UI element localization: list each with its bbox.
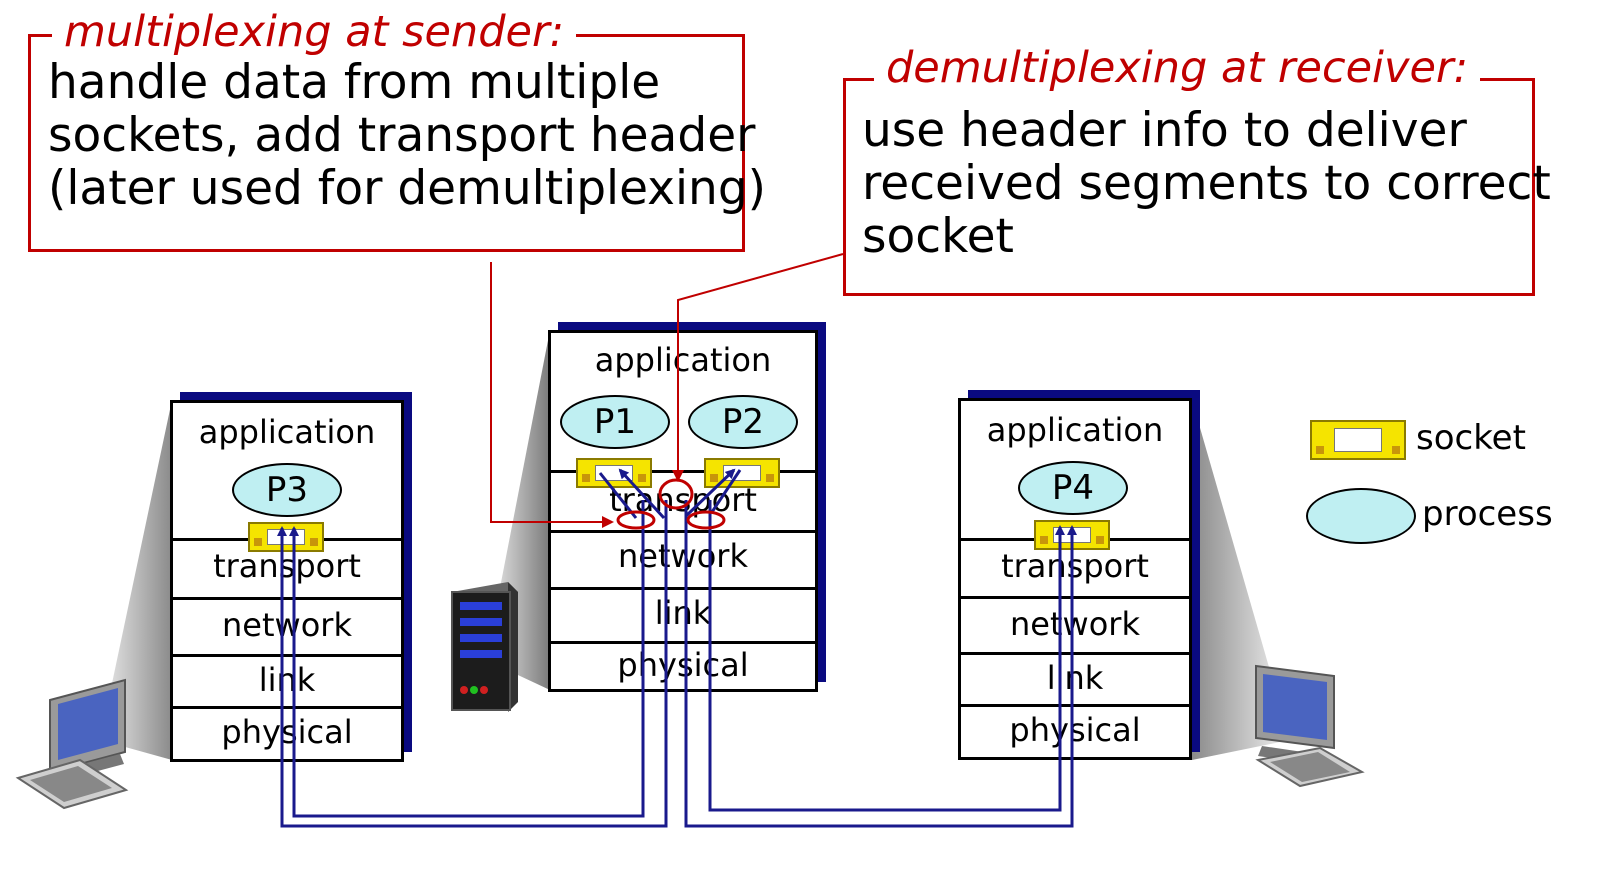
- demux-callout-line-3: socket: [862, 209, 1014, 264]
- mux-callout-line-3: (later used for demultiplexing): [48, 161, 767, 216]
- process-p1-label: P1: [593, 402, 637, 442]
- mux-callout-line-1: handle data from multiple: [48, 55, 661, 110]
- process-p3-label: P3: [265, 470, 309, 510]
- right-physical-label: physical: [1009, 711, 1141, 749]
- middle-link-label: link: [654, 594, 712, 632]
- server-icon: [451, 582, 518, 712]
- right-link-label: link: [1046, 659, 1104, 697]
- right-network-layer: network: [961, 596, 1189, 653]
- left-link-layer: link: [173, 654, 401, 707]
- right-transport-label: transport: [1001, 547, 1149, 585]
- left-transport-label: transport: [213, 547, 361, 585]
- legend-socket-icon: [1310, 420, 1406, 460]
- right-computer-icon: [1255, 664, 1365, 788]
- demux-callout-title: demultiplexing at receiver:: [874, 44, 1481, 92]
- left-physical-layer: physical: [173, 706, 401, 763]
- red-callout-pointers: [490, 253, 844, 528]
- process-p1: P1: [560, 395, 670, 449]
- middle-network-layer: network: [551, 530, 815, 587]
- legend-socket-label: socket: [1416, 418, 1526, 458]
- process-p3: P3: [232, 463, 342, 517]
- left-link-label: link: [258, 661, 316, 699]
- demux-callout-line-2: received segments to correct: [862, 156, 1551, 211]
- legend-process-icon: [1306, 488, 1416, 544]
- left-network-layer: network: [173, 597, 401, 654]
- process-p2: P2: [688, 395, 798, 449]
- middle-physical-layer: physical: [551, 641, 815, 694]
- left-host-perspective: [100, 400, 172, 760]
- left-physical-label: physical: [221, 713, 353, 751]
- middle-network-label: network: [618, 537, 748, 575]
- middle-application-label: application: [594, 341, 772, 379]
- process-p4: P4: [1018, 461, 1128, 515]
- process-p4-label: P4: [1051, 468, 1095, 508]
- mux-callout-line-2: sockets, add transport header: [48, 108, 756, 163]
- right-network-label: network: [1010, 605, 1140, 643]
- right-link-layer: link: [961, 652, 1189, 705]
- middle-host-stack: application transport network link physi…: [548, 330, 818, 692]
- middle-physical-label: physical: [617, 646, 749, 684]
- mux-callout-title: multiplexing at sender:: [52, 8, 577, 56]
- demux-callout-line-1: use header info to deliver: [862, 103, 1467, 158]
- right-host-stack: application transport network link physi…: [958, 398, 1192, 760]
- left-host-stack: application transport network link physi…: [170, 400, 404, 762]
- right-application-label: application: [986, 411, 1164, 449]
- process-p2-label: P2: [721, 402, 765, 442]
- middle-link-layer: link: [551, 587, 815, 644]
- legend-process-label: process: [1422, 494, 1553, 534]
- left-network-label: network: [222, 606, 352, 644]
- left-application-label: application: [198, 413, 376, 451]
- left-computer-icon: [15, 678, 129, 810]
- blue-wires: [277, 468, 1077, 828]
- right-physical-layer: physical: [961, 704, 1189, 761]
